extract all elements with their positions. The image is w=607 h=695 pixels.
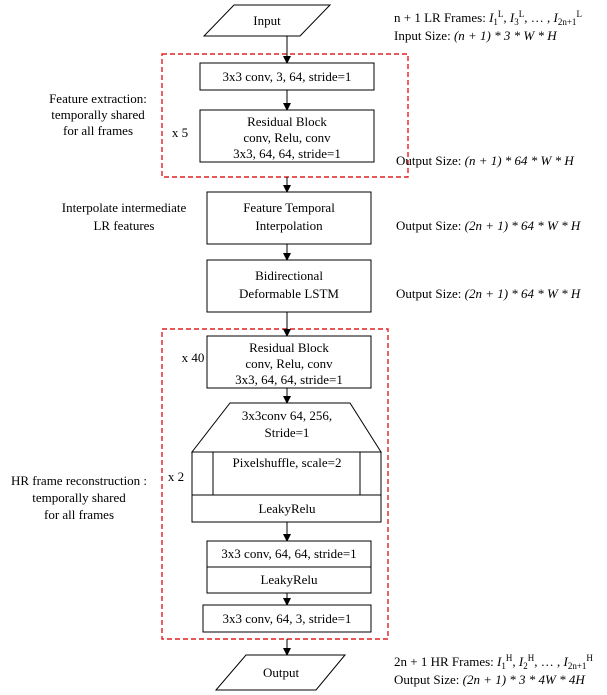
output-frames-note: 2n + 1 HR Frames: I1H, I2H, … , I2n+1H [394, 653, 593, 671]
upsample-multiplier: x 2 [168, 469, 184, 484]
lstm-output-size-note: Output Size: (2n + 1) * 64 * W * H [396, 286, 581, 301]
res2-line2: conv, Relu, conv [245, 356, 333, 371]
conv-3x3-64-3-block [202, 604, 372, 633]
input-node [202, 4, 332, 37]
conv2-label: 3x3 conv, 64, 64, stride=1 [221, 546, 356, 561]
hr-reconstruction-label-3: for all frames [44, 507, 114, 522]
input-size-note: Input Size: (n + 1) * 3 * W * H [394, 28, 557, 43]
lstm-line1: Bidirectional [255, 268, 323, 283]
upconv-line1: 3x3conv 64, 256, [242, 408, 332, 423]
feature-temporal-interpolation-block [206, 191, 372, 245]
res2-line3: 3x3, 64, 64, stride=1 [235, 372, 343, 387]
output-label: Output [263, 665, 300, 680]
input-label: Input [253, 13, 281, 28]
res1-multiplier: x 5 [172, 125, 188, 140]
conv-3x3-3-64-block [199, 62, 375, 91]
conv3-label: 3x3 conv, 64, 3, stride=1 [223, 611, 352, 626]
upconv-line2: Stride=1 [265, 425, 310, 440]
pixelshuffle-block [212, 451, 361, 496]
hr-reconstruction-group [161, 328, 389, 640]
feature-extraction-label-2: temporally shared [51, 107, 145, 122]
res2-multiplier: x 40 [182, 350, 205, 365]
fe-output-size-note: Output Size: (n + 1) * 64 * W * H [396, 153, 574, 168]
hr-reconstruction-label-1: HR frame reconstruction : [11, 473, 147, 488]
lstm-line2: Deformable LSTM [239, 286, 339, 301]
leaky1-label: LeakyRelu [258, 501, 316, 516]
leaky2-label: LeakyRelu [260, 572, 318, 587]
input-frames-note: n + 1 LR Frames: I1L, I3L, … , I2n+1L [394, 9, 582, 27]
interpolate-label-2: LR features [93, 218, 154, 233]
pixelshuffle-label: Pixelshuffle, scale=2 [233, 455, 342, 470]
feature-extraction-label-1: Feature extraction: [49, 91, 147, 106]
res1-line2: conv, Relu, conv [243, 130, 331, 145]
interpolate-label-1: Interpolate intermediate [62, 200, 187, 215]
residual-block-2 [206, 335, 372, 389]
feature-extraction-group [161, 53, 409, 178]
fti-line1: Feature Temporal [243, 200, 335, 215]
leakyrelu-block-1 [191, 494, 382, 523]
output-node [214, 654, 347, 691]
bidirectional-deformable-lstm-block [206, 259, 372, 313]
res2-line1: Residual Block [249, 340, 329, 355]
fti-output-size-note: Output Size: (2n + 1) * 64 * W * H [396, 218, 581, 233]
res1-line3: 3x3, 64, 64, stride=1 [233, 146, 341, 161]
feature-extraction-label-3: for all frames [63, 123, 133, 138]
fti-line2: Interpolation [255, 218, 323, 233]
res1-line1: Residual Block [247, 114, 327, 129]
conv1-label: 3x3 conv, 3, 64, stride=1 [223, 69, 352, 84]
residual-block-1 [199, 109, 375, 163]
hr-reconstruction-label-2: temporally shared [32, 490, 126, 505]
output-size-note: Output Size: (2n + 1) * 3 * 4W * 4H [394, 672, 585, 687]
